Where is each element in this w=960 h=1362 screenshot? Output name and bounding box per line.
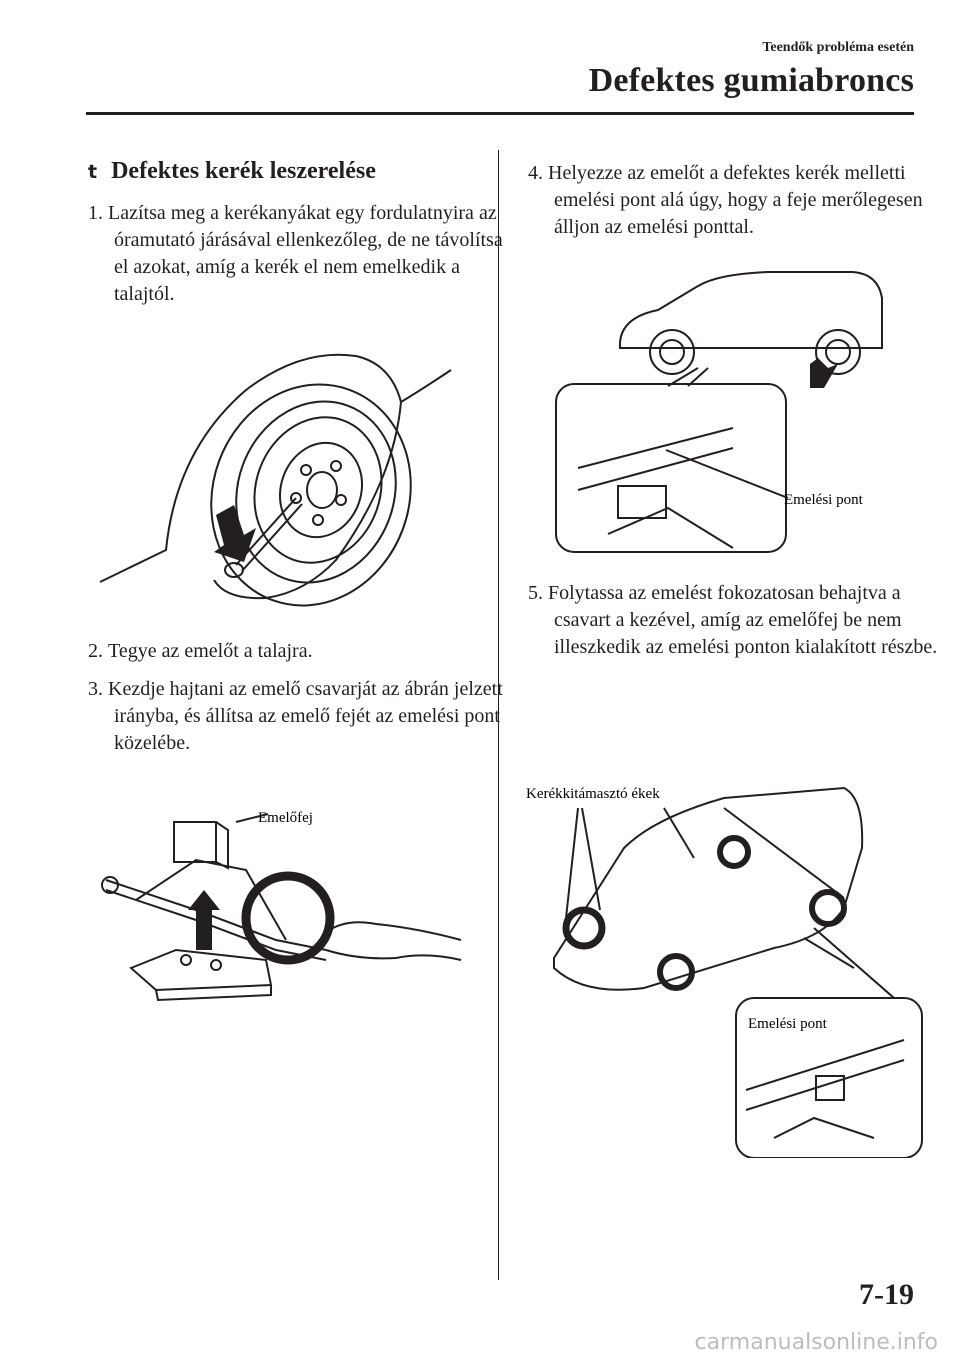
step-5: 5. Folytassa az emelést fokozatosan beha… <box>528 580 944 661</box>
step-text: Helyezze az emelőt a defektes kerék mell… <box>548 162 923 238</box>
step-1: 1. Lazítsa meg a kerékanyákat egy fordul… <box>88 200 514 308</box>
step-number: 3. <box>88 678 103 700</box>
step-number: 2. <box>88 640 103 662</box>
column-divider <box>498 150 499 1280</box>
header-rule <box>86 112 914 115</box>
jack-head-label: Emelőfej <box>258 810 313 826</box>
step-3: 3. Kezdje hajtani az emelő csavarját az … <box>88 676 514 757</box>
page-title: Defektes gumiabroncs <box>588 62 914 99</box>
chapter-title: Teendők probléma esetén <box>762 40 914 55</box>
wheel-chocks-label: Kerékkitámasztó ékek <box>526 786 660 802</box>
lift-point-label-2: Emelési pont <box>748 1016 828 1032</box>
section-marker-icon: t <box>88 161 98 183</box>
step-number: 5. <box>528 582 543 604</box>
scissor-jack-figure: Emelőfej <box>101 810 462 1002</box>
wheel-chocks-figure: Kerékkitámasztó ékek Emelési pont <box>526 786 923 1158</box>
step-4: 4. Helyezze az emelőt a defektes kerék m… <box>528 160 944 241</box>
wheel-wrench-figure <box>99 353 452 607</box>
step-2: 2. Tegye az emelőt a talajra. <box>88 638 514 665</box>
section-title: Defektes kerék leszerelése <box>111 158 376 184</box>
step-text: Folytassa az emelést fokozatosan behajtv… <box>548 582 938 658</box>
section-heading: t Defektes kerék leszerelése <box>88 158 376 185</box>
page-number: 7-19 <box>859 1278 914 1311</box>
lift-point-figure: Emelési pont <box>555 271 883 553</box>
step-number: 4. <box>528 162 543 184</box>
lift-point-label: Emelési pont <box>784 492 864 508</box>
watermark: carmanualsonline.info <box>694 1330 938 1355</box>
step-text: Tegye az emelőt a talajra. <box>108 640 313 662</box>
step-text: Lazítsa meg a kerékanyákat egy fordulatn… <box>108 202 503 305</box>
step-text: Kezdje hajtani az emelő csavarját az ábr… <box>108 678 503 754</box>
step-number: 1. <box>88 202 103 224</box>
